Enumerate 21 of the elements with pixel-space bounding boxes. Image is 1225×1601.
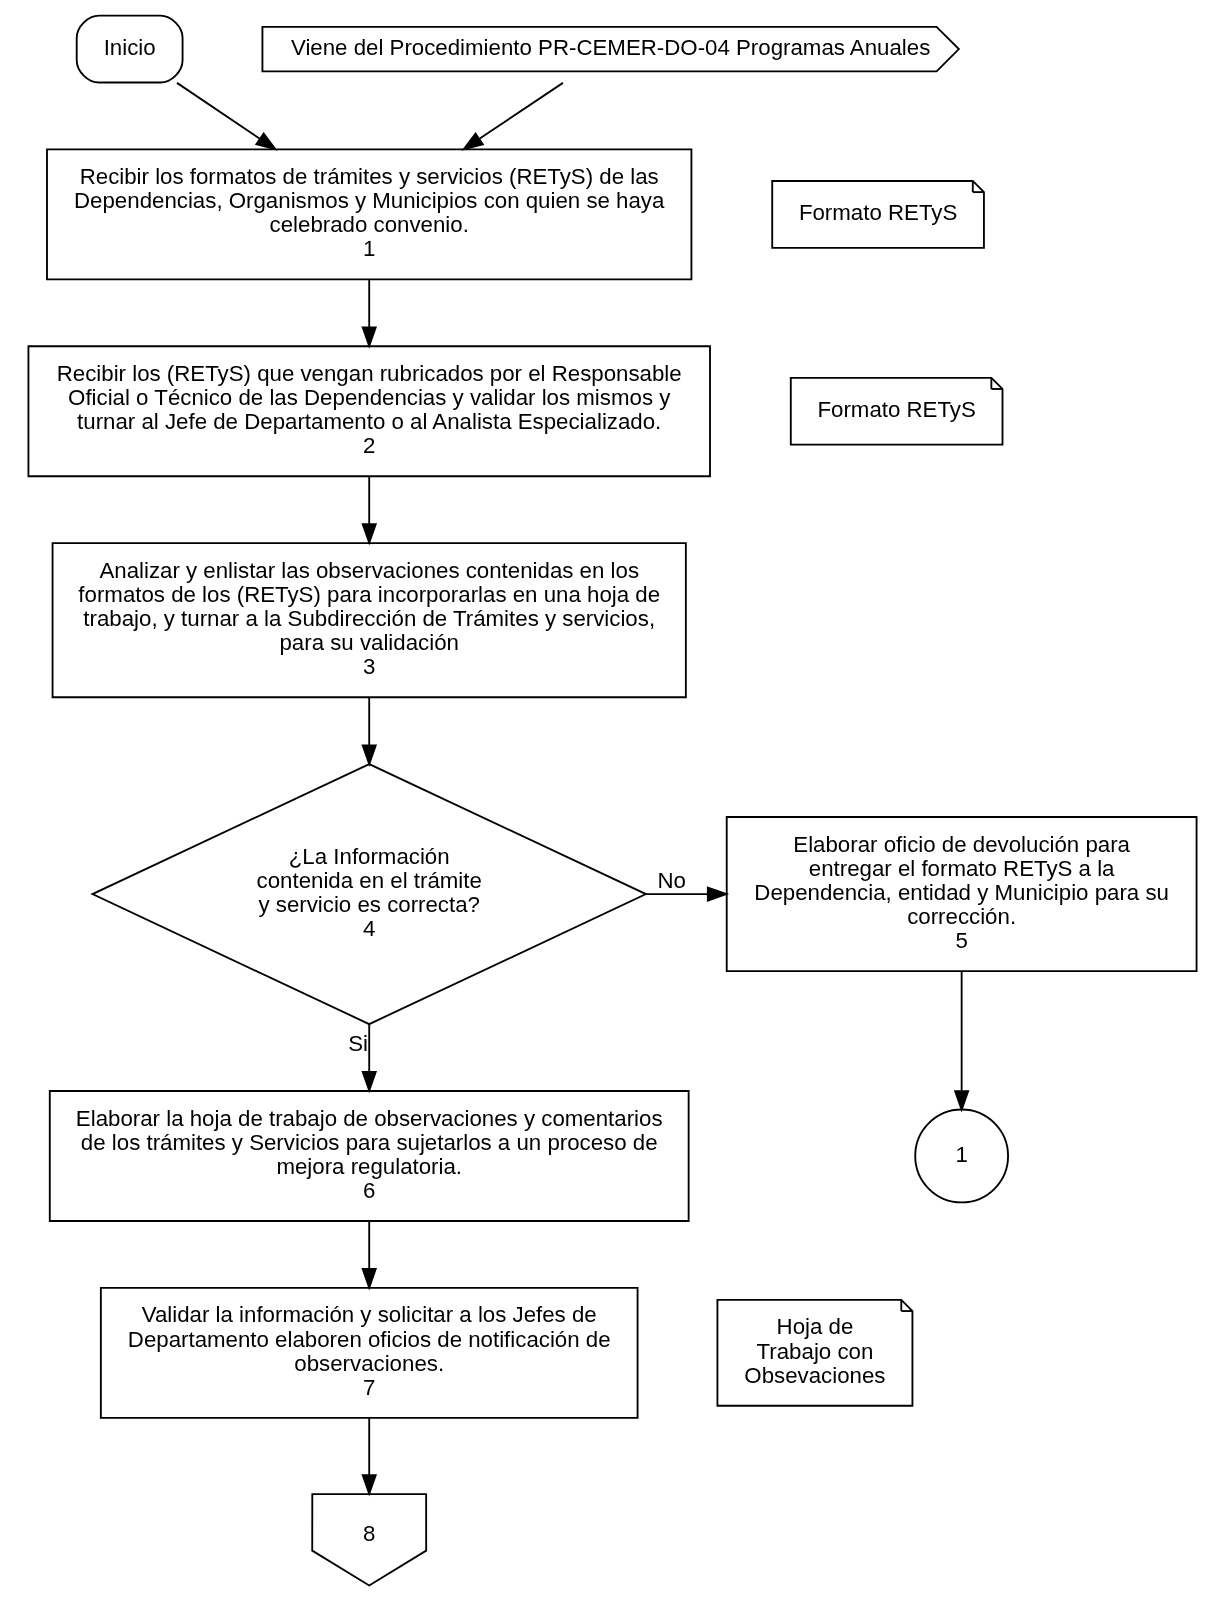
node-box: Elaborar oficio de devolución para entregar el formato RETyS a la Dependencia, entidad y Municipio para su corrección. 5 <box>725 816 1198 973</box>
arrow <box>361 1220 378 1291</box>
arrow <box>176 81 278 151</box>
arrow <box>361 475 378 546</box>
node-circle: 1 <box>914 1108 1009 1204</box>
node-box: Inicio <box>75 14 184 84</box>
node-box: Recibir los formatos de trámites y servicios (RETyS) de las Dependencias, Organismos y Municipios con quien se haya celebrado convenio. 1 <box>46 148 693 281</box>
node-box: Validar la información y solicitar a los Jefes de Departamento elaboren oficios de notificación de observaciones. 7 <box>99 1286 639 1419</box>
arrow <box>361 1417 378 1497</box>
edge-label: Si <box>348 1031 368 1057</box>
arrow <box>361 696 378 767</box>
node-box: Recibir los (RETyS) que vengan rubricados por el Responsable Oficial o Técnico de las Dependencias y validar los mismos y turnar al Jefe de Departamento o al Analista Especializado. 2 <box>27 345 711 478</box>
arrow <box>361 278 378 349</box>
node-box: Analizar y enlistar las observaciones contenidas en los formatos de los (RETyS) para incorporarlas en una hoja de trabajo, y turnar a la Subdirección de Trámites y servicios, para su validación 3 <box>51 542 687 699</box>
node-diamond: ¿La Información contenida en el trámite y servicio es correcta? 4 <box>90 763 649 1026</box>
arrow <box>461 81 564 151</box>
edge-label: No <box>657 867 686 893</box>
arrow <box>361 1023 378 1094</box>
arrow <box>953 970 970 1113</box>
node-box: Elaborar la hoja de trabajo de observaciones y comentarios de los trámites y Servicios para sujetarlos a un proceso de mejora regulatoria. 6 <box>48 1090 690 1222</box>
arrow <box>645 886 730 902</box>
